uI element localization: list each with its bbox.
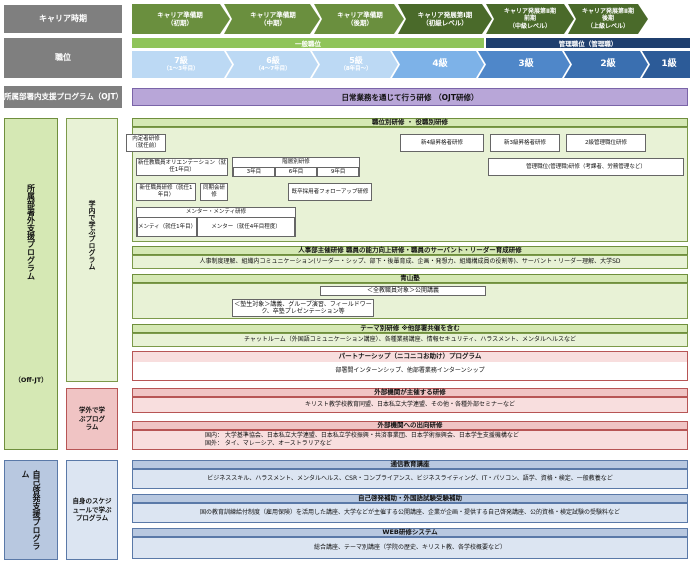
career-arrow-4 <box>398 4 492 34</box>
career-text-5: キャリア発展第Ⅱ期前期（中級レベル） <box>504 7 556 30</box>
naitei-box: 内定者研修（就任前） <box>126 134 166 152</box>
grade-2: 2級 <box>600 58 616 69</box>
self-label: 自己啓発支援プログラム <box>21 470 41 550</box>
dispatch-title: 外部機関への出向研修 <box>132 421 688 430</box>
mentor-cell: メンター（就任4年目程度） <box>197 217 295 237</box>
ojt-bar: 日常業務を通じて行う研修 （OJT研修） <box>132 88 688 106</box>
grade-arrows-svg <box>132 51 690 78</box>
external-body: キリスト教学校教育同盟、日本私立大学連盟、その他・各種外部セミナーなど <box>132 397 688 413</box>
mentor-title: メンター・メンティ研修 <box>185 209 247 216</box>
aoyama-selected: ＜塾生対象＞講義、グループ演習、フィールドワーク、卒塾プレゼンテーション等 <box>232 299 374 317</box>
ojt-program-label: 所属部署内支援プログラム（OJT） <box>4 86 124 108</box>
follow-title: 階層別研修 <box>282 159 310 166</box>
inside-label-box: 学内で学ぶプログラム <box>66 118 118 382</box>
g3-box: 新3級昇格者研修 <box>490 134 560 152</box>
grade-6: 6級（4～7年目） <box>255 56 291 73</box>
new-orientation-box: 新任教職員オリエンテーション（就任1年目） <box>136 158 228 176</box>
dispatch-overseas: 国外： タイ、マレーシア、オーストラリアなど <box>205 440 332 448</box>
follow-year-9: 9年目 <box>317 167 359 177</box>
mentee-box: メンティ（就任1年目） <box>137 217 197 237</box>
career-text-1: キャリア準備期（初期） <box>157 10 203 27</box>
career-arrow-5 <box>486 4 574 34</box>
partner-body: 部署間インターンシップ、他部署業務インターンシップ <box>335 366 485 374</box>
grade-4: 4級 <box>432 58 448 69</box>
grade-1: 1級 <box>661 58 677 69</box>
inside-label: 学内で学ぶプログラム <box>88 200 96 270</box>
partner-title: パートナーシップ（ニコニコお助け）プログラム <box>133 352 687 362</box>
general-position-bar: 一般職位 <box>132 38 484 48</box>
grade-label: 職位 <box>4 38 122 78</box>
career-text-2: キャリア準備期（中期） <box>250 10 296 27</box>
theme-body: チャットルーム（外国語コミュニケーション講座）、各種業務講座、情報セキュリティ、… <box>132 333 688 347</box>
theme-title: テーマ別研修 ※他部署共催を含む <box>132 324 688 333</box>
grade-5: 5級（8年目～） <box>340 56 372 73</box>
aoyama-title: 青山塾 <box>132 274 688 283</box>
g2-box: 2級管理職位研修 <box>566 134 646 152</box>
self-schedule-box: 自身のスケジュールで学ぶプログラム <box>66 460 118 560</box>
external-title: 外部機関が主催する研修 <box>132 388 688 397</box>
career-arrow-3 <box>314 4 404 34</box>
ojt-program-text: 所属部署内支援プログラム（OJT） <box>4 91 124 101</box>
correspondence-body: ビジネススキル、ハラスメント、メンタルヘルス、CSR・コンプライアンス、ビジネス… <box>132 469 688 489</box>
hr-body: 人事制度理解、組織内コミュニケーション(リーダー・シップ、部下・後輩育成、企画・… <box>132 255 688 269</box>
web-body: 総合講座、テーマ別講座（学院の歴史、キリスト教、各学校概要など） <box>132 537 688 559</box>
career-text-6: キャリア発展第Ⅱ期後期（上級レベル） <box>582 7 634 30</box>
outside-label: 学外で学ぶプログラム <box>79 406 105 432</box>
follow-box: 階層別研修 3年目 6年目 9年目 <box>232 157 360 177</box>
web-title: WEB研修システム <box>132 528 688 537</box>
grade-3: 3級 <box>518 58 534 69</box>
follow-year-6: 6年目 <box>274 167 318 177</box>
selfdev-title: 自己啓発補助・外国語試験受験補助 <box>132 494 688 503</box>
career-text-4: キャリア発展第Ⅰ期（初級レベル） <box>417 10 473 27</box>
self-schedule-label: 自身のスケジュールで学ぶプログラム <box>72 497 112 523</box>
midcareer-box: 既卒採用者フォローアップ研修 <box>288 183 372 201</box>
selfdev-body: 国の教育訓練給付制度（雇用保険）を活用した講座、大学などが主催する公開講座、企業… <box>132 503 688 523</box>
career-arrows-svg <box>132 4 648 34</box>
career-arrow-1 <box>132 4 230 34</box>
correspondence-title: 通信教育講座 <box>132 460 688 469</box>
hr-title: 人事部主催研修 職員の能力向上研修・職員のサーバント・リーダー育成研修 <box>132 246 688 255</box>
partner-box: パートナーシップ（ニコニコお助け）プログラム 部署間インターンシップ、他部署業務… <box>132 351 688 381</box>
aoyama-all: ＜全教職員対象＞公開講義 <box>320 286 486 296</box>
mgmt-box: 管理職位(管理職)研修（考課者、労務管理など） <box>488 158 684 176</box>
offjt-sub: （Off-JT） <box>14 376 48 384</box>
outside-label-box: 学外で学ぶプログラム <box>66 388 118 450</box>
career-arrow-6 <box>568 4 648 34</box>
offjt-label: 所属部署外支援プログラム <box>26 184 36 280</box>
rank-training-title: 職位別研修 ・ 役職別研修 <box>132 118 688 127</box>
dispatch-body: 国内： 大学基準協会、日本私立大学連盟、日本私立学校振興・共済事業団、日本学術振… <box>132 430 688 450</box>
career-arrow-2 <box>224 4 320 34</box>
manager-position-bar: 管理職位（管理職） <box>486 38 690 48</box>
new-rank-box: 新任職員研修（就任1年目） <box>136 183 196 201</box>
mentor-box: メンター・メンティ研修 メンティ（就任1年目） メンター（就任4年目程度） <box>136 207 296 237</box>
dispatch-domestic: 国内： 大学基準協会、日本私立大学連盟、日本私立学校振興・共済事業団、日本学術振… <box>205 432 519 439</box>
career-arrows: キャリア準備期（初期） キャリア準備期（中期） キャリア準備期（後期） キャリア… <box>132 4 648 34</box>
follow-year-3: 3年目 <box>233 167 275 177</box>
offjt-label-box: 所属部署外支援プログラム （Off-JT） <box>4 118 58 450</box>
grade-arrows: 7級（1～3年目） 6級（4～7年目） 5級（8年目～） 4級 3級 2級 1級 <box>132 51 690 78</box>
career-text-3: キャリア準備期（後期） <box>337 10 383 27</box>
self-label-box: 自己啓発支援プログラム <box>4 460 58 560</box>
g4-box: 新4級昇格者研修 <box>400 134 484 152</box>
same-period-box: 同期会研修 <box>200 183 228 201</box>
grade-7: 7級（1～3年目） <box>163 56 199 73</box>
career-period-label: キャリア時期 <box>4 5 122 33</box>
